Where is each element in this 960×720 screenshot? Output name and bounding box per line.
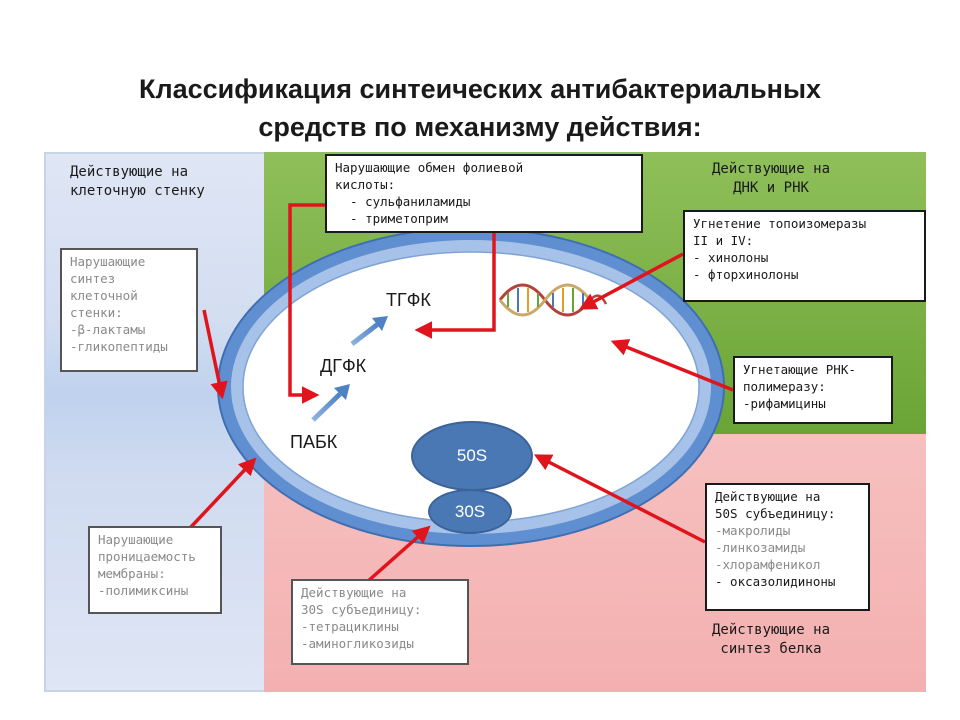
box-membrane-line-3: мембраны: [98, 566, 166, 581]
box-rnapol-line-3: -рифамицины [743, 396, 826, 411]
molecule-thfa: ТГФК [386, 290, 431, 310]
box-folate-line-4: - триметоприм [335, 211, 448, 226]
arrow-50s [533, 454, 706, 544]
box-cellwall-line-3: клеточной [70, 288, 138, 303]
pathway-arrow-paba-to-dhfa [311, 384, 350, 422]
box-rnapol-line-2: полимеразу: [743, 379, 826, 394]
box-30s-line-2: 30S субъединицу: [301, 602, 422, 617]
box-folate-line-3: - сульфаниламиды [335, 194, 471, 209]
box-membrane-line-1: Нарушающие [98, 532, 174, 547]
category-protein-line-1: Действующие на [712, 622, 831, 638]
box-rna-polymerase: Угнетающие РНК- полимеразу: -рифамицины [733, 356, 893, 424]
arrow-folate-inhibition-2 [288, 203, 326, 404]
box-30s-subunit: Действующие на 30S субъединицу: -тетраци… [291, 579, 469, 665]
box-50s-line-2: 50S субъединицу: [715, 506, 836, 521]
box-topo-line-2: II и IV: [693, 233, 754, 248]
box-cellwall-line-4: стенки: [70, 305, 123, 320]
box-50s-line-5: -хлорамфеникол [715, 557, 821, 572]
category-dna-rna: Действующие на ДНК и РНК [712, 160, 830, 198]
box-membrane-line-2: проницаемость [98, 549, 196, 564]
ribosome-30s-label: 30S [454, 501, 486, 521]
box-topo-line-4: - фторхинолоны [693, 267, 799, 282]
arrow-30s [365, 525, 431, 584]
box-50s-line-3: -макролиды [715, 523, 791, 538]
pathway-arrow-dhfa-to-thfa [350, 316, 388, 346]
box-rnapol-line-1: Угнетающие РНК- [743, 362, 856, 377]
box-50s-subunit: Действующие на 50S субъединицу: -макроли… [705, 483, 870, 611]
box-cellwall-line-5: -β-лактамы [70, 322, 146, 337]
box-topoisomerase: Угнетение топоизомеразы II и IV: - хинол… [683, 210, 926, 302]
box-50s-line-6: - оксазолидиноны [715, 574, 836, 589]
category-dna-rna-line-2: ДНК и РНК [733, 180, 809, 196]
box-30s-line-4: -аминогликозиды [301, 636, 414, 651]
box-topo-line-3: - хинолоны [693, 250, 769, 265]
title-line-1: Классификация синтеических антибактериал… [138, 74, 822, 104]
arrow-membrane [188, 457, 257, 530]
box-topo-line-1: Угнетение топоизомеразы [693, 216, 867, 231]
page-title: Классификация синтеических антибактериал… [60, 70, 900, 146]
box-cellwall-line-1: Нарушающие [70, 254, 146, 269]
arrow-cell-wall [202, 309, 228, 400]
ribosome-30s-subunit: 30S [428, 489, 512, 534]
box-cellwall-line-6: -гликопептиды [70, 339, 168, 354]
arrow-rna-polymerase [610, 339, 734, 392]
box-membrane-line-4: -полимиксины [98, 583, 189, 598]
category-cell-wall: Действующие на клеточную стенку [70, 163, 205, 201]
box-50s-line-4: -линкозамиды [715, 540, 806, 555]
arrow-folate-inhibition [414, 233, 496, 339]
box-folate-line-2: кислоты: [335, 177, 396, 192]
category-protein-line-2: синтез белка [720, 641, 822, 657]
box-50s-line-1: Действующие на [715, 489, 821, 504]
box-cell-wall-synthesis: Нарушающие синтез клеточной стенки: -β-л… [60, 248, 198, 372]
ribosome-50s-subunit: 50S [411, 421, 533, 491]
molecule-paba: ПАБК [290, 432, 338, 452]
ribosome-50s-label: 50S [456, 446, 488, 465]
box-folate-metabolism: Нарушающие обмен фолиевой кислоты: - сул… [325, 154, 643, 233]
category-dna-rna-line-1: Действующие на [712, 161, 831, 177]
arrow-topoisomerase [578, 252, 684, 310]
box-30s-line-3: -тетрациклины [301, 619, 399, 634]
category-cell-wall-line-2: клеточную стенку [70, 183, 205, 199]
title-line-2: средств по механизму действия: [258, 112, 702, 142]
molecule-dhfa: ДГФК [320, 356, 367, 376]
box-folate-line-1: Нарушающие обмен фолиевой [335, 160, 524, 175]
category-cell-wall-line-1: Действующие на [70, 164, 189, 180]
box-membrane-permeability: Нарушающие проницаемость мембраны: -поли… [88, 526, 222, 614]
category-protein: Действующие на синтез белка [712, 621, 830, 659]
box-30s-line-1: Действующие на [301, 585, 407, 600]
box-cellwall-line-2: синтез [70, 271, 116, 286]
